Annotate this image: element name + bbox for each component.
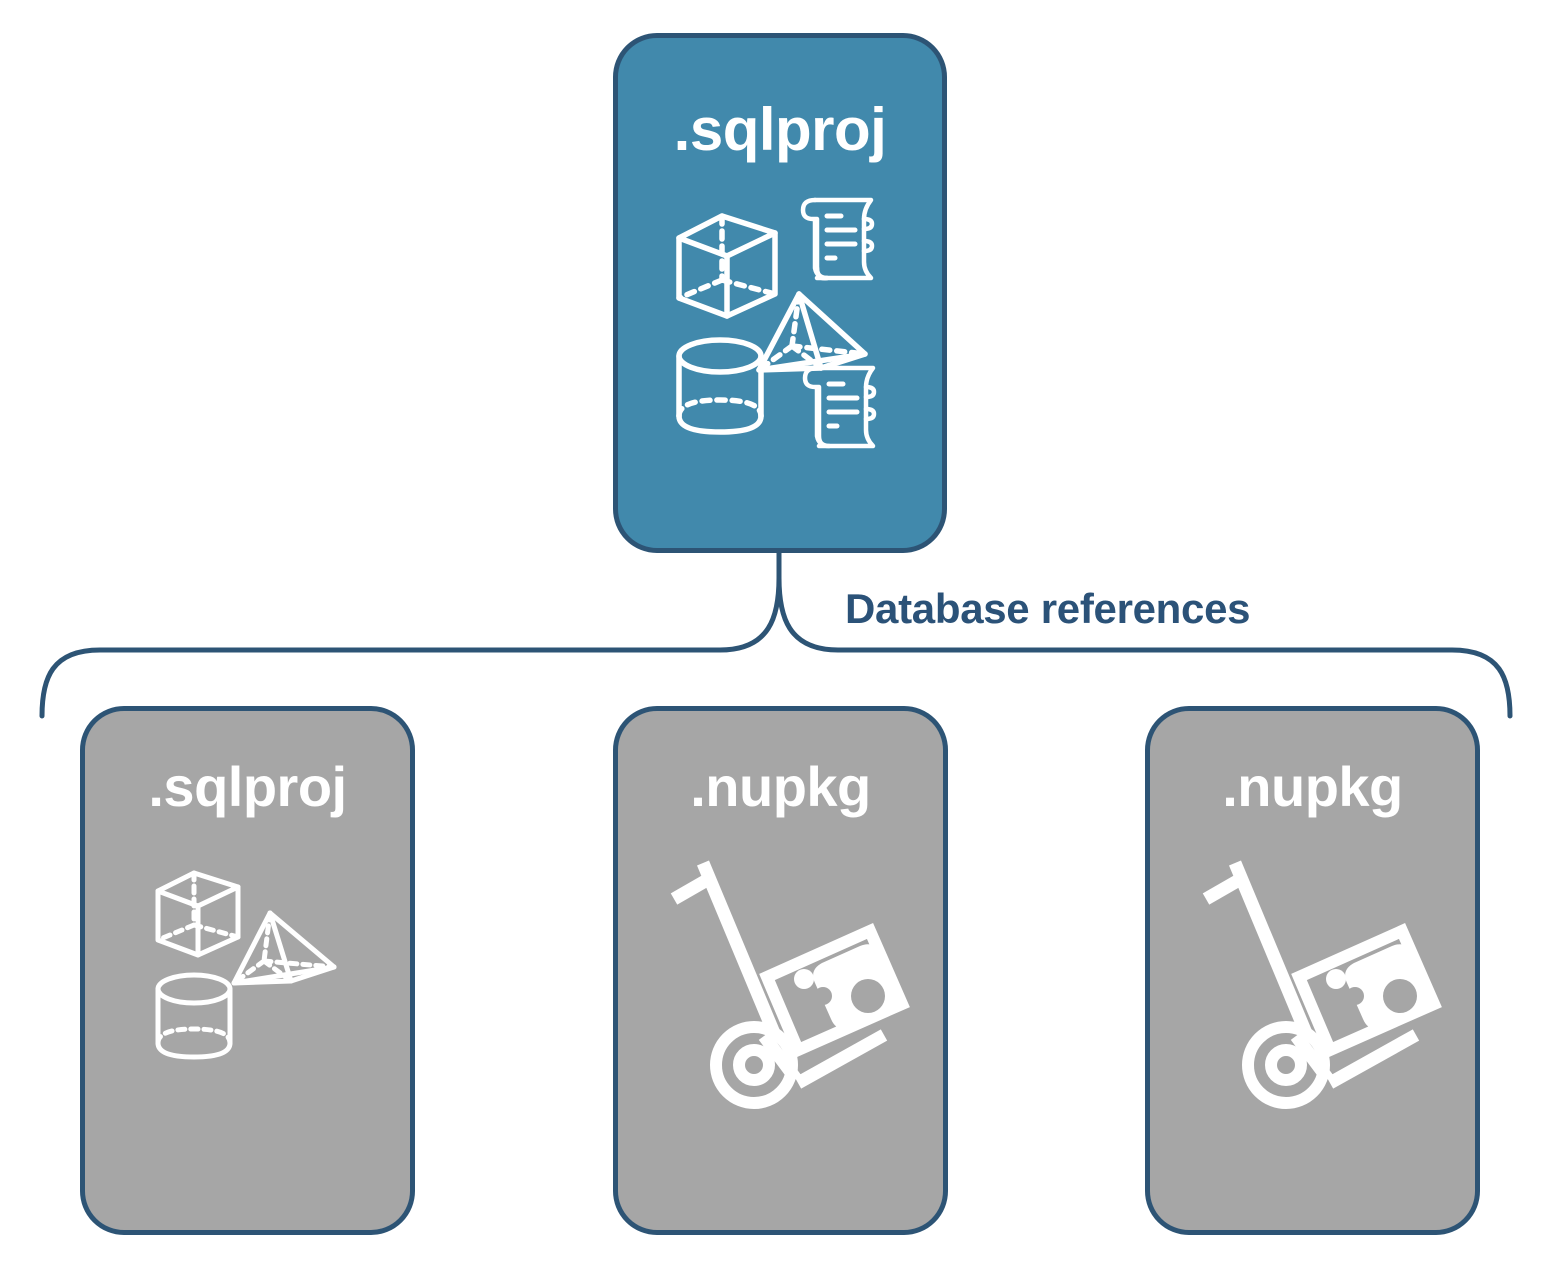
pyramid-icon <box>756 291 868 373</box>
root-sqlproj-card[interactable]: .sqlproj <box>613 33 947 553</box>
reference-nupkg-card-1-label: .nupkg <box>690 755 871 818</box>
cube-icon <box>676 213 778 319</box>
cube-icon <box>155 870 240 958</box>
package-box-icon <box>758 923 910 1058</box>
database-objects-icon <box>676 197 877 449</box>
reference-nupkg-card-2[interactable]: .nupkg <box>1145 706 1480 1235</box>
hand-truck-package-icon <box>670 860 910 1109</box>
reference-nupkg-card-2-label: .nupkg <box>1222 755 1403 818</box>
database-references-label: Database references <box>845 585 1251 632</box>
hand-truck-package-icon <box>1202 860 1442 1109</box>
cylinder-icon <box>676 337 764 435</box>
reference-nupkg-icon-group-1 <box>618 851 943 1121</box>
reference-sqlproj-card[interactable]: .sqlproj <box>80 706 415 1235</box>
scroll-icon <box>800 197 875 281</box>
reference-sqlproj-card-label: .sqlproj <box>148 755 347 818</box>
package-box-icon <box>1290 923 1442 1058</box>
wheel-icon <box>709 1021 798 1109</box>
root-sqlproj-icon-group <box>618 188 942 449</box>
scroll-icon <box>802 365 877 449</box>
reference-nupkg-icon-group-2 <box>1150 851 1475 1121</box>
database-objects-icon <box>155 870 336 1060</box>
root-sqlproj-card-label: .sqlproj <box>673 96 887 163</box>
reference-sqlproj-icon-group <box>85 851 410 1071</box>
pyramid-icon <box>231 910 336 986</box>
reference-nupkg-card-1[interactable]: .nupkg <box>613 706 948 1235</box>
cylinder-icon <box>155 972 232 1060</box>
wheel-icon <box>1241 1021 1330 1109</box>
